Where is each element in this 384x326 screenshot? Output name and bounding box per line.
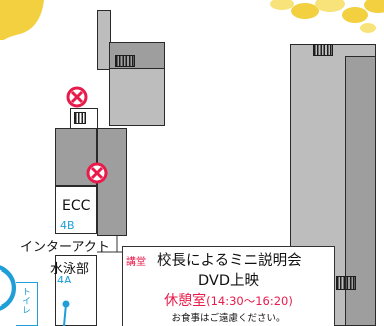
- no-entry-icon: [66, 86, 88, 108]
- event-rest-label: 休憩室: [164, 293, 207, 309]
- no-entry-icon: [86, 162, 108, 184]
- room-ecc[interactable]: [55, 186, 97, 234]
- bottom-left-wall: [55, 283, 97, 326]
- blue-ring: [0, 265, 16, 311]
- building-top-lower: [109, 68, 165, 126]
- event-tag: 講堂: [126, 257, 146, 268]
- stairs-icon: [313, 44, 333, 56]
- stairs-icon: [336, 276, 356, 290]
- decor-dots: [0, 0, 384, 40]
- stairs-icon: [115, 55, 135, 67]
- event-rest: 休憩室(14:30〜16:20): [123, 290, 334, 310]
- room-suiei-label: 水泳部: [50, 262, 90, 277]
- stairs-icon: [74, 112, 86, 124]
- toilet-label: トイレ: [20, 287, 30, 314]
- room-ecc-label: ECC: [62, 198, 91, 214]
- event-note: お食事はご遠慮ください。: [171, 313, 286, 324]
- room-suiei[interactable]: [55, 255, 97, 283]
- building-top-tower: [97, 10, 111, 70]
- event-rest-time: (14:30〜16:20): [206, 294, 293, 308]
- inter-act-label: インターアクト: [20, 240, 110, 255]
- event-title: 校長によるミニ説明会: [157, 253, 302, 269]
- event-callout[interactable]: 講堂 校長によるミニ説明会 DVD上映 休憩室(14:30〜16:20) お食事…: [122, 246, 335, 326]
- event-subtitle: DVD上映: [198, 273, 259, 289]
- room-ecc-code: 4B: [60, 219, 75, 232]
